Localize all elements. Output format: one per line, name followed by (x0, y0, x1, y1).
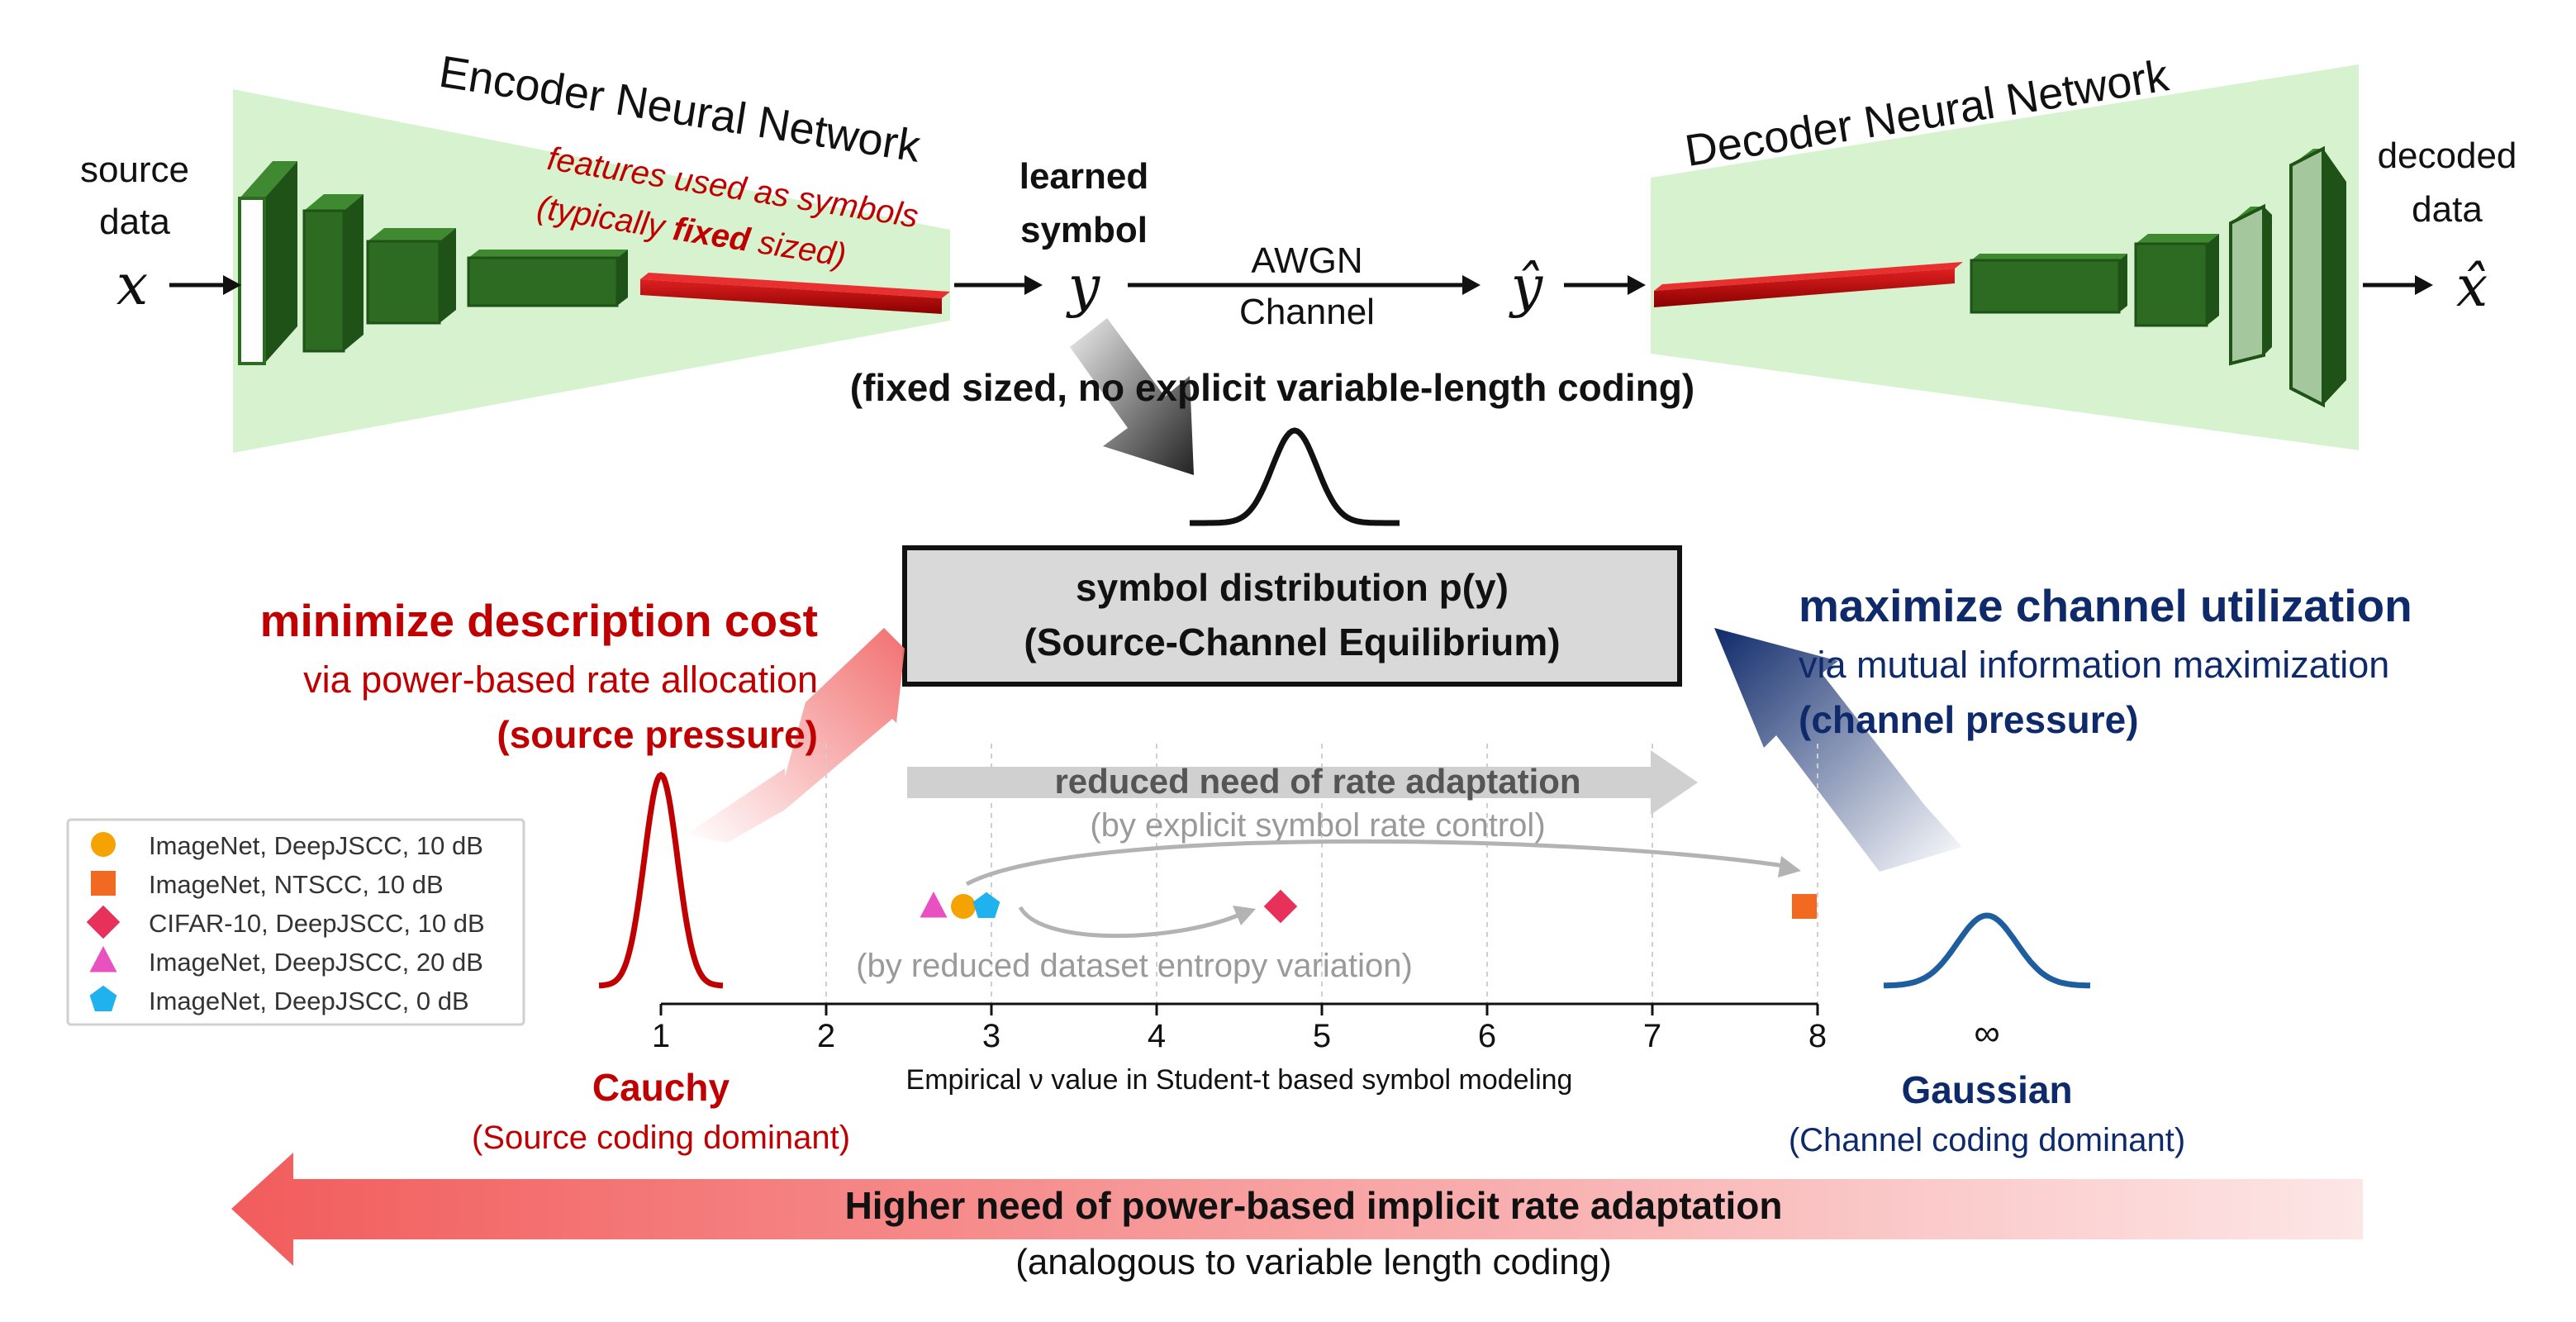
encoder-network: Encoder Neural Network features used as … (233, 47, 950, 453)
channel-label-line2: Channel (1239, 292, 1375, 332)
decoder-symbol-bar (1654, 262, 1963, 307)
chart-x-label: Empirical ν value in Student-t based sym… (906, 1064, 1573, 1096)
rate-arrow-sub: (by explicit symbol rate control) (1090, 807, 1545, 844)
source-label-line2: data (99, 202, 170, 242)
channel-label-line1: AWGN (1251, 240, 1362, 281)
curved-arrow-upper (965, 839, 1785, 887)
decoder-layer-2 (2229, 203, 2272, 366)
chart-markers (920, 889, 1817, 924)
decoded-label-line2: data (2412, 189, 2483, 230)
legend-marker-pentagon (89, 985, 117, 1011)
chart-x-ticks: 1 2 3 4 5 6 7 8 (652, 1004, 1827, 1054)
bottom-arrow-label: Higher need of power-based implicit rate… (845, 1184, 1783, 1227)
learned-symbol-line2: symbol (1020, 210, 1148, 250)
decoder-network: Decoder Neural Network (1651, 50, 2359, 450)
decoded-label-line1: decoded (2378, 136, 2517, 176)
rate-adaptation-arrow (907, 750, 1698, 815)
legend-frame (66, 818, 525, 1026)
arrowhead-symbol (1024, 275, 1043, 295)
curved-arrow-lower (1018, 906, 1238, 939)
equilibrium-box-line2: (Source-Channel Equilibrium) (1024, 621, 1560, 663)
arrowhead-channel (1462, 275, 1480, 295)
encoder-layer-3 (366, 228, 456, 325)
bottom-rate-adaptation-arrow (231, 1153, 2363, 1266)
arrowhead-source (223, 275, 241, 295)
symbol-y: y (1066, 254, 1101, 320)
nu-chart: 1 2 3 4 5 6 7 8 ∞ Empirical ν value in Student-… (472, 744, 2185, 1158)
symbol-yhat: ŷ (1509, 254, 1544, 320)
arrowhead-output (2415, 275, 2433, 295)
entropy-note: (by reduced dataset entropy variation) (856, 948, 1413, 984)
legend-label: ImageNet, DeepJSCC, 20 dB (149, 948, 483, 977)
x-tick-label: 7 (1643, 1018, 1661, 1054)
right-pressure-title: maximize channel utilization (1799, 580, 2412, 631)
right-pressure-tag: (channel pressure) (1799, 698, 2139, 741)
source-symbol-x: x (116, 253, 148, 318)
marker-diamond (1263, 889, 1298, 924)
decoder-layer-4 (1970, 254, 2127, 314)
right-pressure-sub: via mutual information maximization (1799, 644, 2389, 686)
legend-marker-triangle (89, 946, 117, 972)
chart-legend: ImageNet, DeepJSCC, 10 dB ImageNet, NTSCC… (66, 818, 525, 1026)
left-pressure-tag: (source pressure) (497, 713, 818, 756)
cauchy-sub: (Source coding dominant) (472, 1120, 850, 1156)
fixed-sized-note: (fixed sized, no explicit variable-lengt… (850, 366, 1694, 409)
equilibrium-box-line1: symbol distribution p(y) (1076, 566, 1509, 609)
gaussian-title: Gaussian (1901, 1068, 2072, 1111)
channel-pressure-arrow (1714, 628, 1962, 872)
source-label-line1: source (80, 150, 189, 190)
marker-pentagon (972, 892, 1000, 918)
marker-square (1792, 894, 1817, 919)
marker-circle (951, 894, 976, 919)
arrowhead-decoder (1628, 275, 1646, 295)
legend-marker-diamond (86, 905, 121, 939)
encoder-layer-4 (467, 250, 628, 307)
gaussian-sub: (Channel coding dominant) (1789, 1122, 2185, 1158)
gaussian-curve (1883, 912, 2091, 989)
cauchy-curve (598, 771, 724, 989)
left-pressure-title: minimize description cost (260, 595, 818, 646)
x-tick-label: 5 (1313, 1018, 1331, 1054)
decoder-layer-3 (2134, 234, 2219, 327)
curved-arrowhead-lower (1233, 906, 1256, 925)
legend-label: ImageNet, NTSCC, 10 dB (149, 870, 444, 899)
encoder-layer-1 (238, 161, 297, 365)
x-tick-infinity: ∞ (1974, 1013, 1999, 1053)
symbol-to-distribution-arrow (1070, 318, 1194, 475)
legend-label: CIFAR-10, DeepJSCC, 10 dB (149, 909, 485, 938)
equilibrium-box: symbol distribution p(y) (Source-Channel… (902, 545, 1682, 687)
bottom-arrow-sub: (analogous to variable length coding) (1015, 1242, 1612, 1282)
x-tick-label: 3 (982, 1018, 1000, 1054)
legend-label: ImageNet, DeepJSCC, 10 dB (149, 831, 483, 860)
legend-marker-circle (91, 832, 116, 857)
left-pressure-sub: via power-based rate allocation (303, 659, 818, 701)
pipeline: source data x learned symbol y AWGN Chan… (80, 136, 2517, 332)
symbol-xhat: x̂ (2456, 254, 2488, 320)
x-tick-label: 2 (817, 1018, 835, 1054)
legend-label: ImageNet, DeepJSCC, 0 dB (149, 987, 469, 1015)
source-pressure-arrow (686, 628, 905, 843)
x-tick-label: 6 (1478, 1018, 1496, 1054)
x-tick-label: 8 (1808, 1018, 1827, 1054)
cauchy-title: Cauchy (592, 1066, 730, 1109)
rate-arrow-label: reduced need of rate adaptation (1054, 762, 1580, 801)
decoder-layer-1 (2289, 145, 2346, 408)
learned-symbol-line1: learned (1019, 156, 1149, 197)
distribution-bell-curve (1190, 427, 1400, 526)
encoder-layer-2 (302, 194, 364, 353)
marker-triangle (920, 892, 948, 918)
legend-marker-square (91, 871, 116, 896)
encoder-symbol-bar (640, 273, 950, 314)
x-tick-label: 1 (652, 1018, 670, 1054)
x-tick-label: 4 (1148, 1018, 1166, 1054)
curved-arrowhead-upper (1778, 856, 1801, 877)
